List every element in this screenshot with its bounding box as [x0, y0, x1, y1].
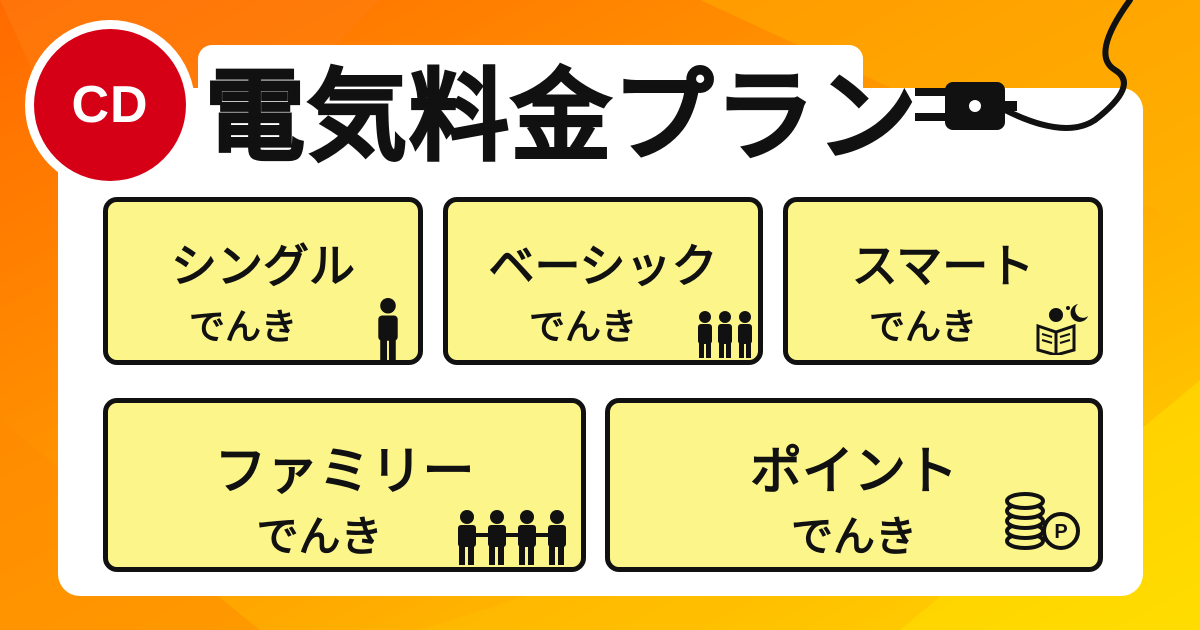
plan-family[interactable]: ファミリー でんき: [103, 398, 586, 572]
cd-badge: CD: [25, 20, 195, 190]
power-plug-icon: [915, 0, 1133, 131]
plan-sub: でんき: [256, 512, 383, 561]
plan-sub: でんき: [790, 512, 917, 561]
plan-name: ファミリー: [214, 442, 475, 502]
cd-badge-text: CD: [34, 29, 186, 181]
title-background: [198, 45, 863, 173]
family-of-four-icon: [458, 510, 566, 565]
plan-point[interactable]: ポイント でんき P: [605, 398, 1103, 572]
plan-single[interactable]: シングル でんき: [103, 197, 423, 365]
plan-sub: でんき: [528, 307, 637, 348]
plan-sub: でんき: [868, 307, 977, 348]
coin-letter: P: [1054, 521, 1067, 543]
person-icon: [378, 297, 398, 364]
plan-name: ポイント: [749, 442, 958, 502]
plan-name: シングル: [171, 239, 355, 293]
group-of-three-icon: [698, 311, 752, 358]
plan-smart[interactable]: スマート でんき: [783, 197, 1103, 365]
point-coins-icon: P: [1005, 492, 1080, 550]
plan-name: ベーシック: [488, 239, 718, 293]
reading-night-icon: [1036, 304, 1088, 355]
page-title: 電気料金プラン: [204, 57, 919, 176]
plan-name: スマート: [851, 239, 1035, 293]
plan-sub: でんき: [188, 307, 297, 348]
plan-basic[interactable]: ベーシック でんき: [443, 197, 763, 365]
